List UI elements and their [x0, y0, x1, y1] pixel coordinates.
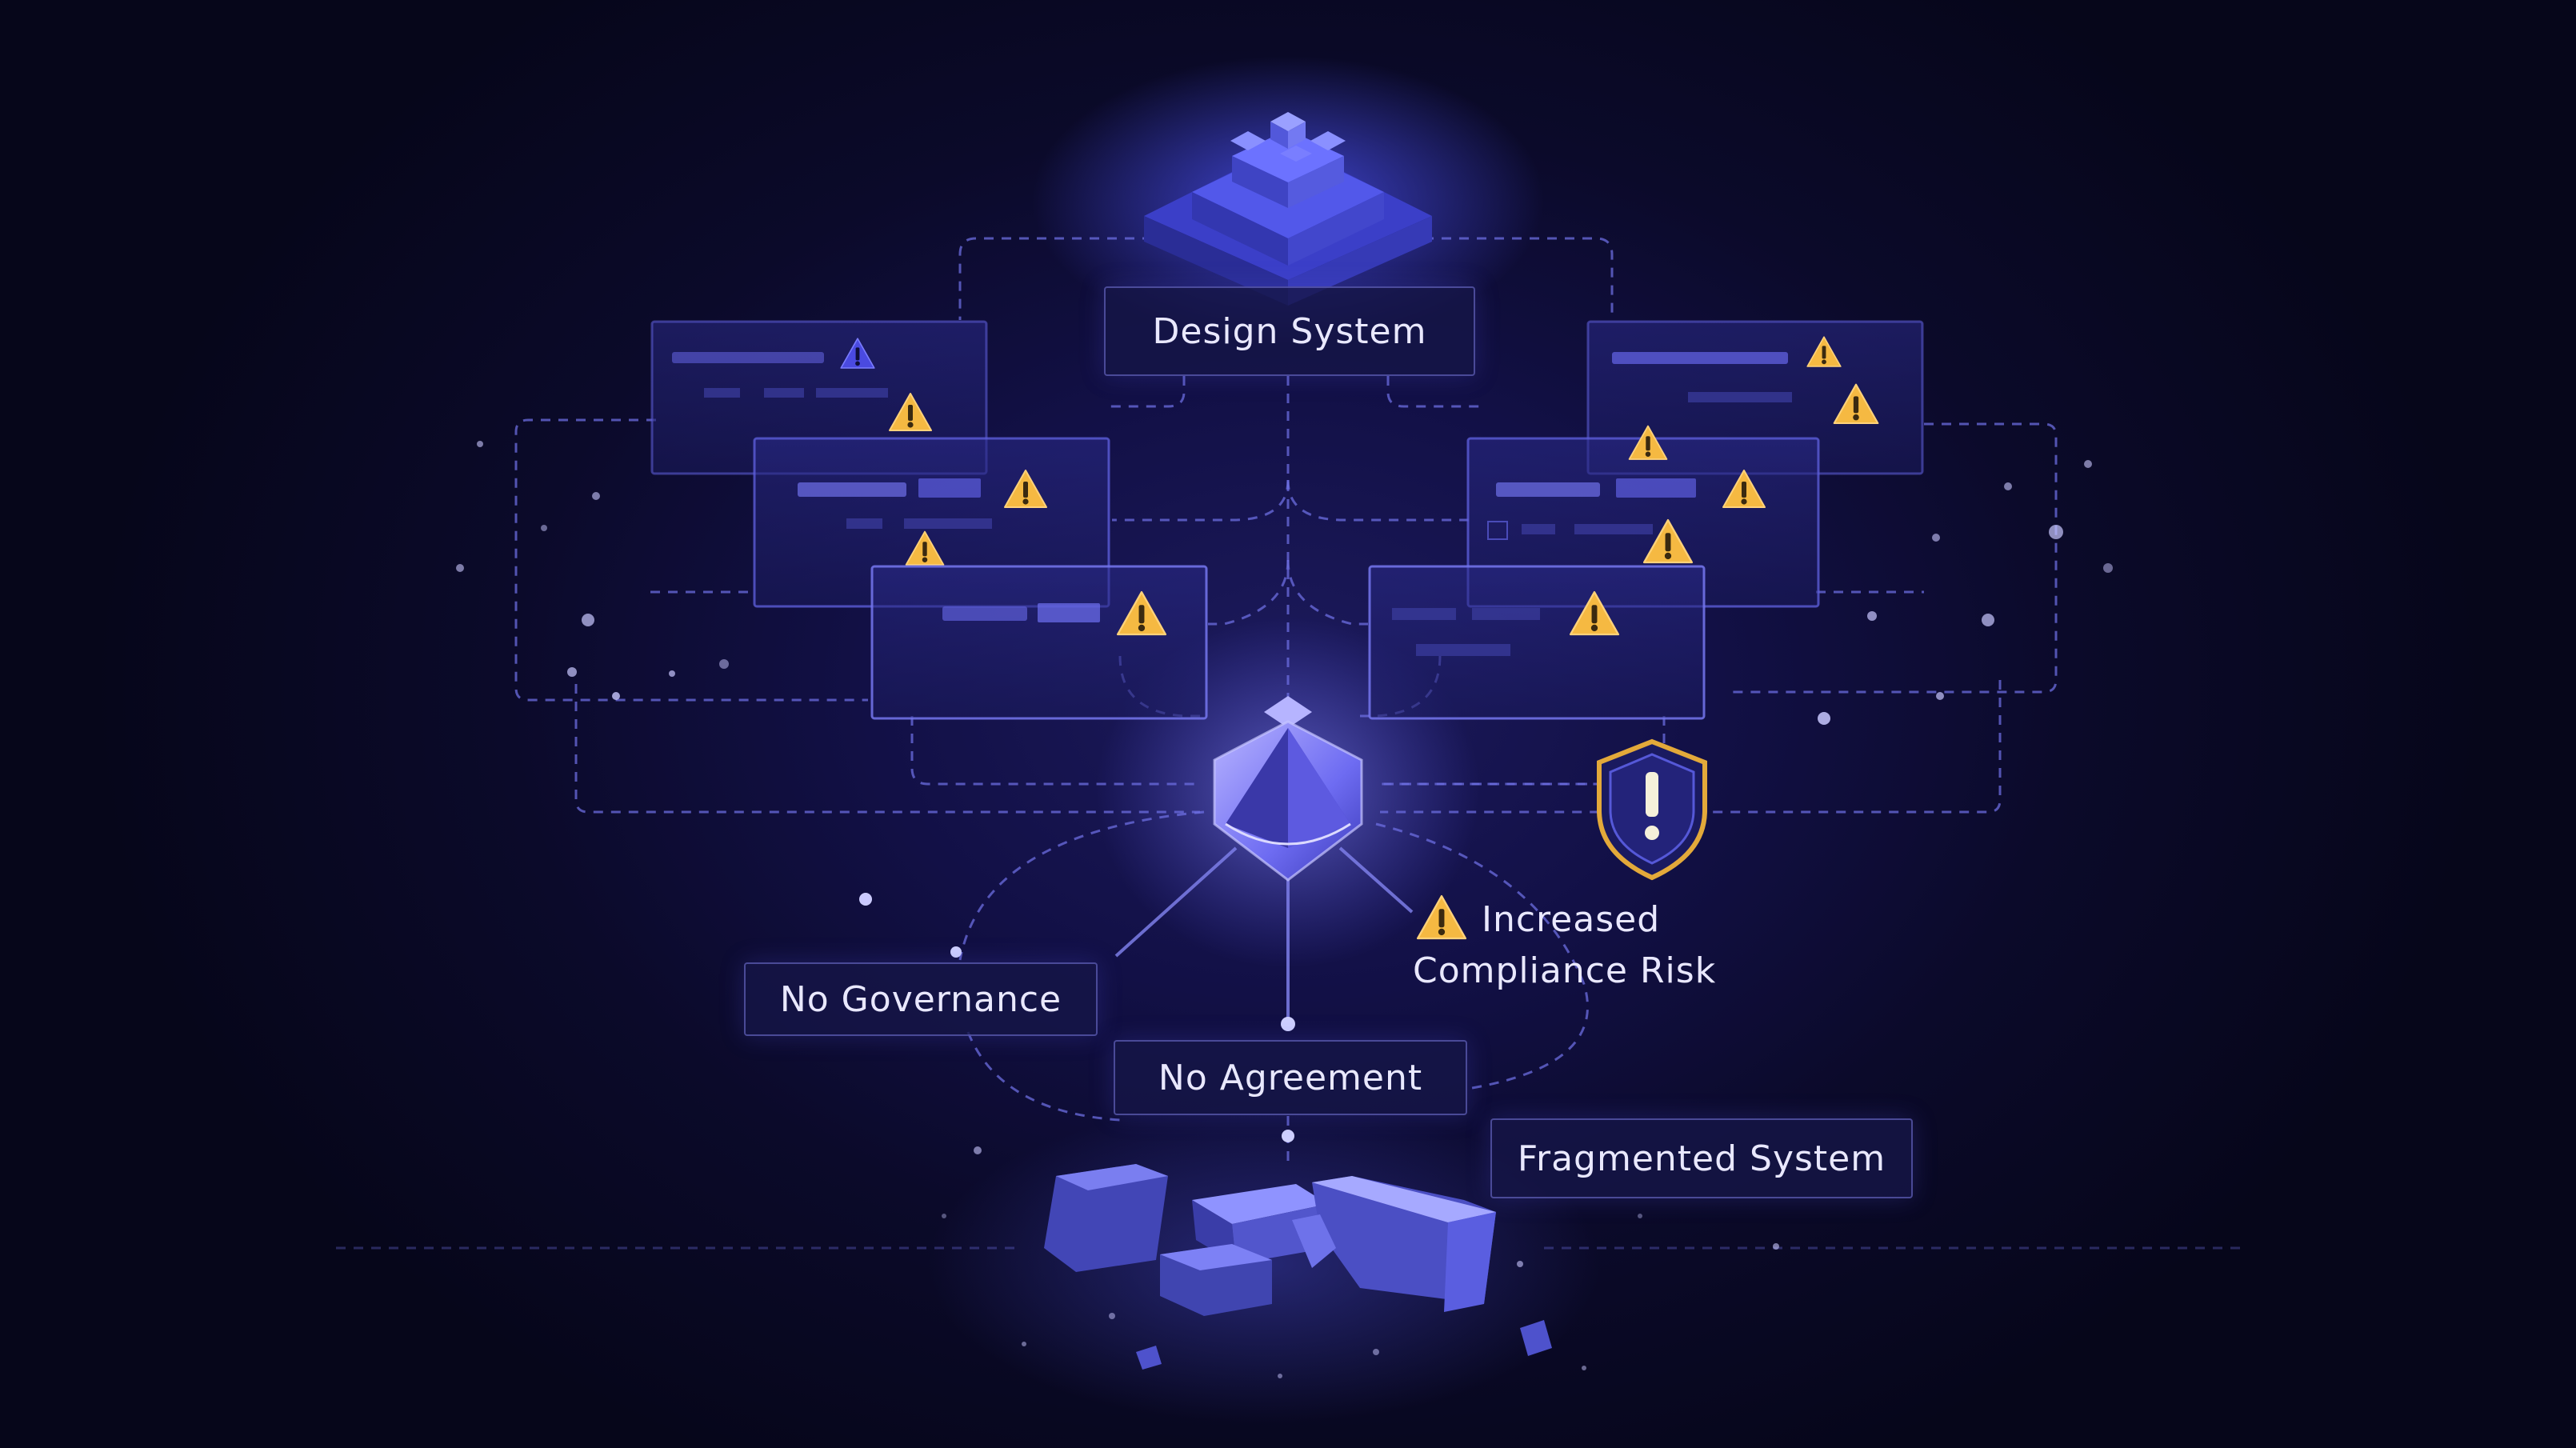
right-panel-front	[1370, 566, 1704, 718]
no-governance-label: No Governance	[744, 962, 1098, 1036]
risk-label-line2: Compliance Risk	[1413, 946, 1716, 997]
risk-label-line1: Increased	[1413, 894, 1716, 946]
no-agreement-label: No Agreement	[1114, 1040, 1467, 1115]
fragmented-system-label: Fragmented System	[1490, 1118, 1913, 1198]
compliance-risk-label: Increased Compliance Risk	[1413, 894, 1716, 997]
design-system-label: Design System	[1104, 286, 1475, 376]
left-panel-front	[872, 566, 1206, 718]
shield-warning-icon	[1599, 742, 1705, 878]
